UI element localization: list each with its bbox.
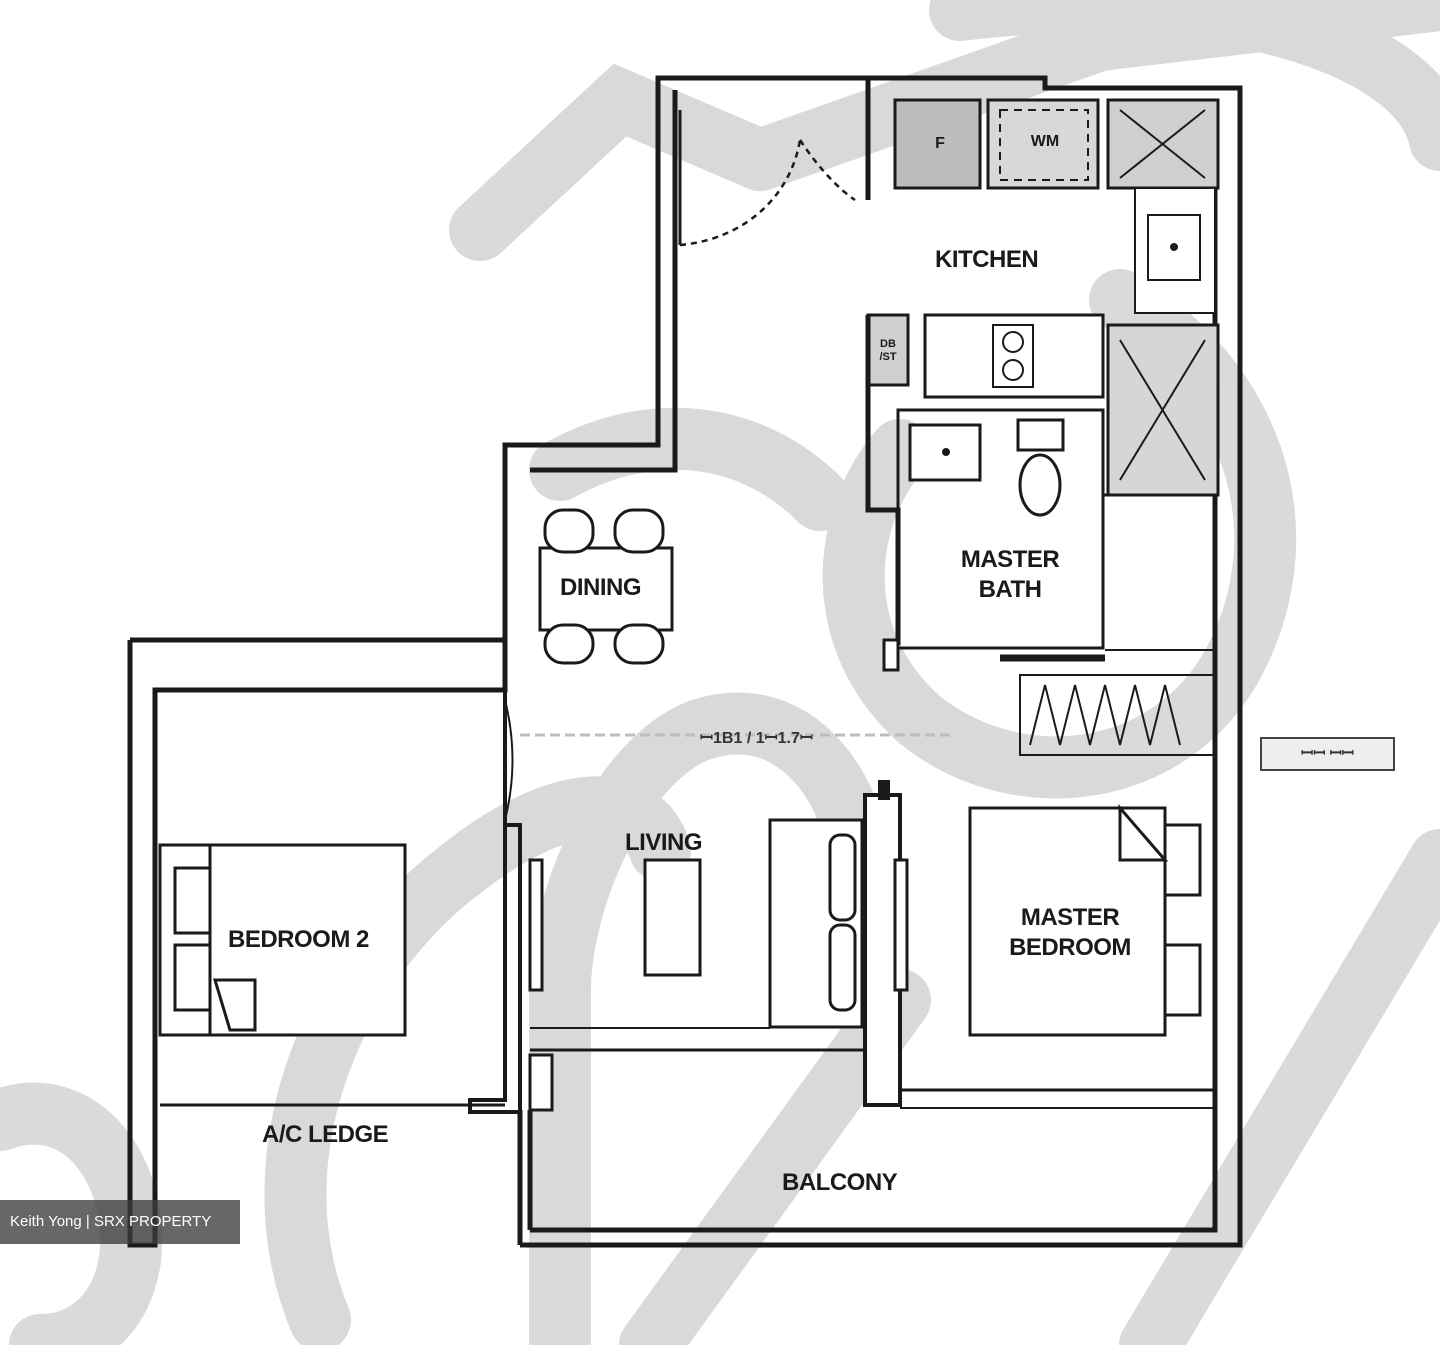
watermark-stroke [929,0,1440,171]
bed-fold [212,978,257,1032]
wardrobe [1019,674,1216,756]
master-pillow [1163,943,1202,1017]
washing-machine-box [986,98,1100,190]
bed-pillow [173,943,212,1012]
bedroom2-furniture [158,843,407,1037]
basin-drain [942,448,950,456]
dining-table [538,546,674,632]
dining-chair [543,623,595,665]
wall-inner-dining [530,90,678,473]
shower-cross [1119,339,1206,481]
fridge-box [893,98,982,190]
wardrobe-box [1019,674,1216,756]
db-st-label-line2: /ST [879,351,897,363]
room-label-ac-ledge: A/C LEDGE [262,1121,389,1148]
watermark-stroke [529,407,851,531]
sofa-cushion [828,923,857,1012]
wall-outer-outline [130,75,1243,1248]
master-bath-walls [896,408,1105,650]
db-st-label: DB /ST [870,338,906,364]
door-swing-arc [798,139,856,202]
room-label-balcony: BALCONY [782,1169,898,1196]
wall-balcony-left [517,1110,533,1245]
bed-pillow [173,866,212,935]
room-label-master-bedroom-line1: MASTER [1020,904,1120,931]
room-label-master-bath: MASTER BATH [940,545,1080,605]
bedroom2-door-arc [504,699,514,821]
db-st-label-line1: DB [880,338,896,350]
watermark-stroke [529,692,891,1345]
kitchen-upper-counter [893,98,1220,314]
room-label-bedroom-2: BEDROOM 2 [228,926,369,953]
column-small [528,1053,554,1112]
bath-door-jamb [882,638,900,672]
watermark-stroke [619,969,931,1345]
room-label-master-bath-line2: BATH [978,576,1042,603]
entry-door [679,139,856,247]
room-label-living: LIVING [625,829,703,856]
master-bedroom-furniture [893,803,1202,1037]
washing-machine-inner [999,109,1089,181]
wall-bedroom2-living [468,690,522,1114]
room-label-master-bath-line1: MASTER [960,546,1060,573]
watermark-stroke [449,63,791,261]
wall-cap [878,780,890,800]
cabinet-cross [1119,109,1206,179]
side-tag-label: ꟷꟷ ꟷꟷ [1260,737,1395,771]
washing-machine-label: WM [1030,133,1060,150]
master-pillow [1163,823,1202,897]
watermark-stroke [822,269,1297,799]
room-label-master-bedroom: MASTER BEDROOM [985,903,1155,963]
kitchen-lower-counter [866,313,1220,497]
db-st-box [866,313,910,387]
toilet-bowl [1018,453,1062,517]
hob [992,324,1034,388]
master-bed-fold [1118,803,1169,862]
hob-burner [1002,331,1024,353]
toilet-tank [1016,418,1065,452]
room-label-kitchen: KITCHEN [935,246,1039,273]
dining-set [538,508,674,665]
room-label-dining: DINING [560,574,642,601]
coffee-table [643,858,702,977]
room-label-master-bedroom-line2: BEDROOM [1009,934,1131,961]
dining-chair [613,623,665,665]
sofa-cushion [828,833,857,922]
master-tv-console [893,858,909,992]
sink-drain [1170,243,1178,251]
living-furniture [528,818,864,1112]
fridge-label: F [935,135,945,152]
center-annotation: ꟷ1B1 / 1ꟷ1.7ꟷ [700,730,813,747]
tv-console [528,858,544,992]
hob-burner [1002,359,1024,381]
watermark-stroke [1119,829,1440,1345]
dining-chair [543,508,595,554]
master-bath-fixtures [882,408,1215,672]
credit-badge: Keith Yong | SRX PROPERTY [0,1200,240,1244]
dining-chair [613,508,665,554]
wardrobe-zigzag [1029,684,1181,746]
